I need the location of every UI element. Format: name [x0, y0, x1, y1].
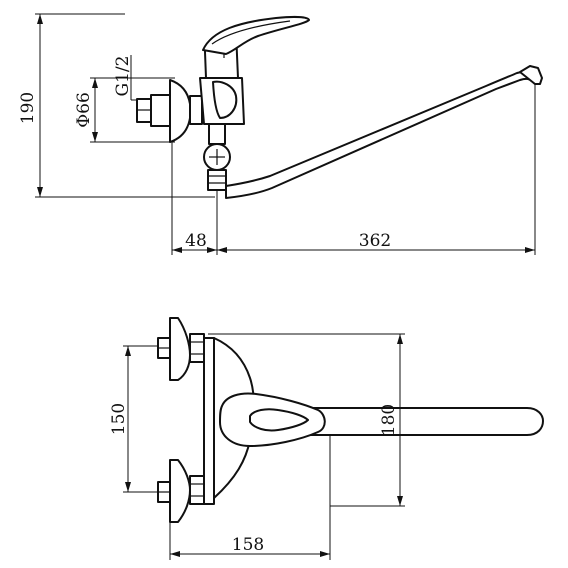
- dim-height-190: 190: [18, 13, 215, 198]
- side-elevation-view: 190 Φ66 G1/2: [18, 13, 543, 255]
- dim-body-180: 180: [208, 333, 405, 507]
- dim-depth-158: 158: [169, 436, 331, 560]
- dim-label-48: 48: [185, 231, 207, 251]
- dim-label-180: 180: [379, 404, 399, 436]
- dim-label-g12: G1/2: [113, 56, 133, 97]
- inlet-fitting: [136, 79, 203, 143]
- lower-inlet: [157, 459, 205, 523]
- dim-diameter-66: Φ66: [74, 77, 175, 143]
- spout: [225, 65, 543, 255]
- dim-offset-48: 48: [171, 142, 217, 255]
- dim-label-158: 158: [232, 535, 264, 555]
- dim-label-362: 362: [359, 231, 391, 251]
- dim-label-150: 150: [109, 403, 129, 435]
- dim-label-phi66: Φ66: [74, 92, 94, 128]
- dim-label-190: 190: [18, 92, 38, 124]
- plan-view: 150: [109, 317, 544, 560]
- dim-thread-g12: G1/2: [113, 55, 138, 101]
- spout-plan: [299, 407, 544, 436]
- dim-inlet-spacing-150: 150: [109, 345, 160, 493]
- upper-inlet: [157, 317, 205, 381]
- dim-reach-362: 362: [217, 231, 535, 253]
- lever-handle: [202, 15, 310, 55]
- handle-plan: [219, 392, 326, 447]
- lower-cartridge: [203, 123, 231, 255]
